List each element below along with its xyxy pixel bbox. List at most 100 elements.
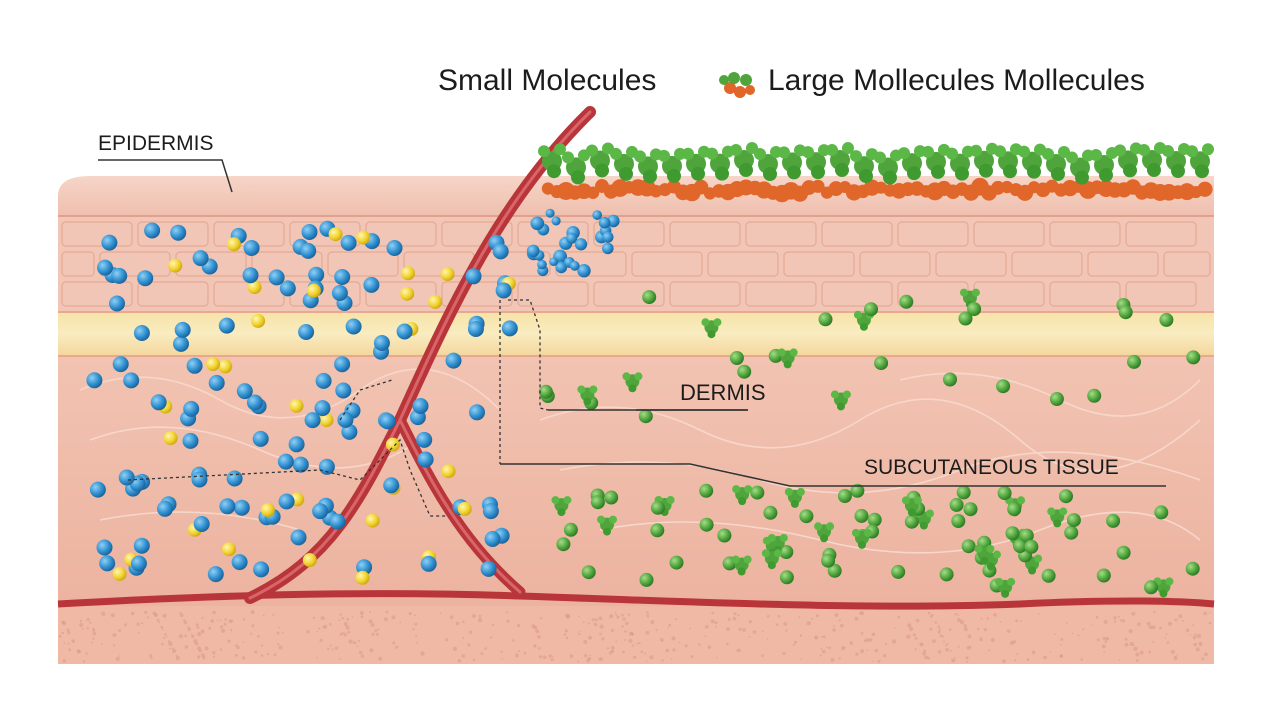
large-molecule-green-cluster xyxy=(778,144,806,180)
tissue-speck xyxy=(874,648,879,653)
tissue-speck xyxy=(316,630,319,633)
tissue-speck xyxy=(628,638,633,644)
tissue-speck xyxy=(399,621,402,624)
tissue-speck xyxy=(196,626,200,629)
small-molecule-blue xyxy=(551,216,561,226)
tissue-speck xyxy=(1192,624,1195,627)
large-molecule-green xyxy=(1049,392,1064,406)
tissue-speck xyxy=(661,640,664,642)
tissue-speck xyxy=(354,642,357,644)
tissue-speck xyxy=(906,634,911,639)
tissue-speck xyxy=(999,620,1002,623)
tissue-speck xyxy=(506,611,509,614)
tissue-speck xyxy=(840,623,844,628)
tissue-speck xyxy=(198,649,202,653)
small-molecule-blue xyxy=(417,451,434,468)
small-molecule-blue xyxy=(592,210,603,220)
tissue-speck xyxy=(622,650,625,654)
small-molecule-blue xyxy=(279,280,296,297)
tissue-speck xyxy=(762,630,764,633)
tissue-speck xyxy=(799,634,803,637)
tissue-speck xyxy=(118,629,122,632)
tissue-speck xyxy=(462,620,465,624)
large-molecule-green xyxy=(1024,539,1039,554)
tissue-speck xyxy=(608,651,613,655)
small-molecule-blue xyxy=(96,539,113,556)
tissue-speck xyxy=(1170,649,1175,655)
large-molecule-green-cluster xyxy=(634,148,662,184)
tissue-speck xyxy=(376,628,380,631)
tissue-speck xyxy=(934,621,938,624)
small-molecule-blue xyxy=(329,513,346,530)
tissue-speck xyxy=(360,654,365,658)
tissue-speck xyxy=(516,623,521,628)
tissue-speck xyxy=(689,627,692,630)
tissue-speck xyxy=(186,626,189,628)
tissue-speck xyxy=(391,615,396,620)
tissue-speck xyxy=(212,655,216,658)
diffusion-path-4 xyxy=(339,379,393,421)
tissue-speck xyxy=(1065,621,1068,624)
tissue-speck xyxy=(980,617,983,620)
tissue-speck xyxy=(343,633,347,637)
tissue-speck xyxy=(1135,659,1139,662)
tissue-speck xyxy=(938,628,941,631)
small-molecule-blue xyxy=(308,266,325,283)
epidermis-cell xyxy=(137,281,209,307)
small-molecule-blue xyxy=(383,477,400,494)
tissue-speck xyxy=(1026,658,1030,662)
tissue-speck xyxy=(1119,619,1122,622)
tissue-speck xyxy=(610,649,614,653)
tissue-speck xyxy=(832,628,836,632)
tissue-speck xyxy=(598,616,603,621)
tissue-speck xyxy=(943,640,946,643)
small-molecule-blue xyxy=(157,500,173,517)
epidermis-cell xyxy=(745,281,817,307)
small-molecule-blue xyxy=(144,222,161,239)
tissue-speck xyxy=(742,628,746,632)
tissue-speck xyxy=(208,626,212,630)
large-molecule-green xyxy=(699,483,714,498)
tissue-speck xyxy=(220,628,226,634)
large-molecule-green xyxy=(943,372,957,387)
tissue-speck xyxy=(219,625,224,629)
large-molecule-green xyxy=(850,483,865,498)
tissue-speck xyxy=(684,644,688,648)
tissue-speck xyxy=(415,634,418,637)
tissue-speck xyxy=(1132,644,1135,647)
large-molecule-orange xyxy=(1197,181,1213,197)
tissue-speck xyxy=(939,634,943,638)
small-molecule-blue xyxy=(243,240,260,256)
large-molecule-green-cluster xyxy=(1114,142,1142,178)
diffusion-path-3 xyxy=(127,438,448,517)
tissue-speck xyxy=(792,643,795,646)
small-molecule-blue xyxy=(526,244,540,258)
small-molecule-blue xyxy=(482,503,499,520)
tissue-speck xyxy=(866,649,869,652)
small-molecule-blue xyxy=(236,383,253,400)
epidermis-cell xyxy=(1049,281,1121,307)
tissue-speck xyxy=(61,631,64,635)
tissue-speck xyxy=(1181,619,1184,622)
tissue-speck xyxy=(738,627,742,631)
tissue-speck xyxy=(136,622,140,626)
large-molecule-green xyxy=(997,486,1012,501)
large-molecule-green-cluster xyxy=(610,145,638,181)
small-molecule-blue xyxy=(174,321,191,338)
small-molecule-blue xyxy=(191,471,208,488)
tissue-speck xyxy=(281,631,284,634)
tissue-speck xyxy=(1174,655,1177,658)
tissue-speck xyxy=(601,637,605,641)
small-molecule-blue xyxy=(549,257,558,267)
epidermis-cell xyxy=(441,221,513,247)
tissue-speck xyxy=(85,652,88,655)
tissue-speck xyxy=(250,632,253,635)
tissue-speck xyxy=(766,638,769,640)
tissue-speck xyxy=(414,614,416,617)
tissue-speck xyxy=(569,654,574,658)
tissue-speck xyxy=(674,618,678,621)
large-molecule-green xyxy=(958,311,973,326)
tissue-speck xyxy=(1031,650,1036,655)
tissue-speck xyxy=(990,637,995,643)
tissue-speck xyxy=(929,627,933,631)
